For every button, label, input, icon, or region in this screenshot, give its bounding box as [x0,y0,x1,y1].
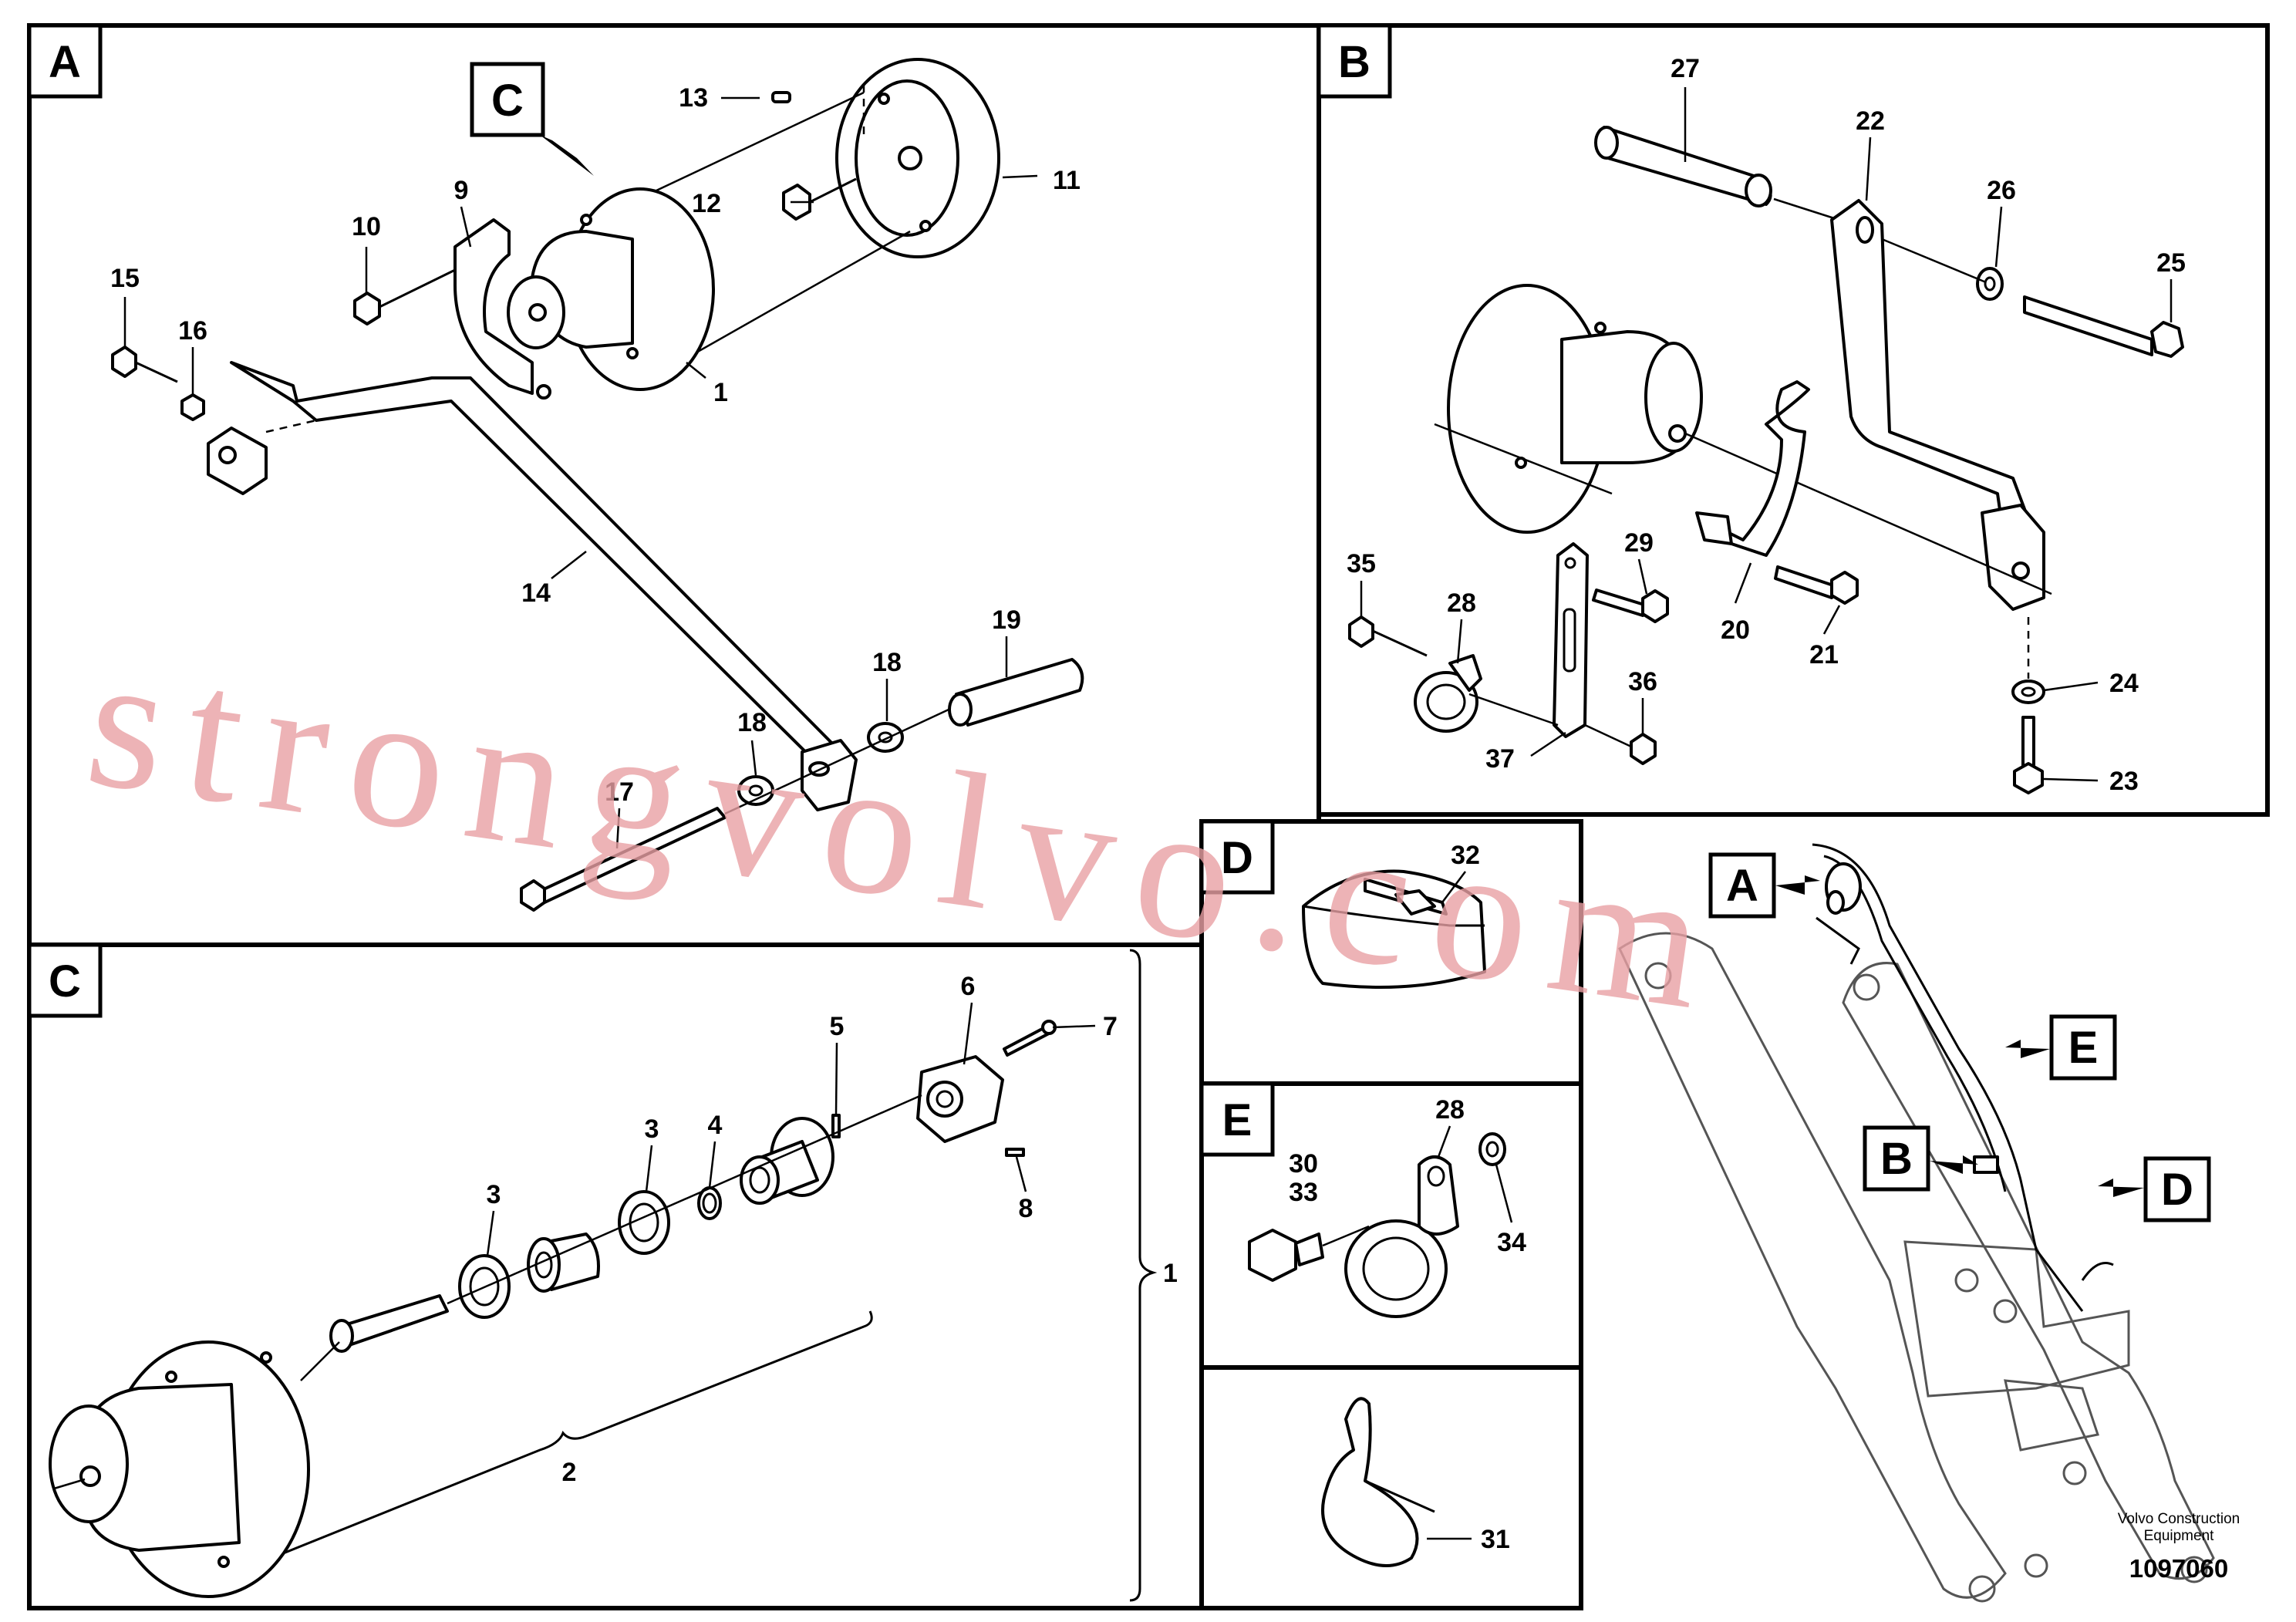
part-label-4: 4 [708,1111,723,1140]
part-label-6: 6 [961,972,976,1001]
tie-drawing [1321,1397,1435,1567]
panel-c-letter: C [49,956,81,1007]
part-label-1b: 1 [1163,1259,1178,1288]
panel-b-tag: B [1317,23,1392,99]
part-label-28b: 28 [1435,1095,1465,1125]
part-label-35: 35 [1347,549,1376,578]
part-label-16: 16 [178,316,207,346]
part-label-22: 22 [1856,106,1885,136]
panel-d-letter: D [1221,833,1253,883]
part-label-7: 7 [1103,1012,1118,1041]
part-label-3a: 3 [487,1180,501,1209]
part-number-labels: 13 12 11 10 9 15 16 1 14 18 19 18 17 27 … [110,54,2186,1554]
part-label-17: 17 [605,777,634,807]
part-label-11: 11 [1053,166,1081,195]
document-number: 1097060 [2129,1554,2228,1583]
brand-line-1: Volvo Construction [2118,1511,2240,1527]
footer: Volvo Construction Equipment 1097060 [2118,1511,2240,1583]
part-label-18b: 18 [737,708,767,737]
part-label-8: 8 [1019,1194,1033,1223]
part-label-27: 27 [1671,54,1700,83]
part-label-25: 25 [2156,248,2186,278]
panel-d-drawing [1302,869,1486,989]
part-label-24: 24 [2109,669,2139,698]
part-label-10: 10 [352,212,381,241]
leader-lines [123,87,2173,1540]
panel-b-drawing [1348,126,2184,794]
part-label-19: 19 [992,605,1021,635]
brand-line-2: Equipment [2144,1528,2215,1544]
part-label-33: 33 [1289,1178,1318,1207]
part-label-5: 5 [830,1012,845,1041]
part-label-20: 20 [1721,615,1750,645]
part-label-14: 14 [521,578,551,608]
overview-callout-b: B [1880,1134,1913,1184]
part-label-29: 29 [1624,528,1654,558]
part-label-18a: 18 [872,648,902,677]
panel-tie-frame [1199,1365,1583,1610]
part-label-13: 13 [679,83,708,113]
part-label-15: 15 [110,264,140,293]
part-label-30: 30 [1289,1149,1318,1179]
part-label-3b: 3 [645,1114,659,1144]
overview-drawing: A E B D [1618,843,2215,1603]
part-label-32: 32 [1451,841,1480,870]
part-label-12: 12 [692,189,721,218]
part-label-23: 23 [2109,767,2139,796]
panel-c-tag: C [27,943,103,1018]
panel-c-drawing [49,949,1158,1602]
panel-e-tag: E [1199,1081,1275,1157]
panel-a-detail-c-callout: C [491,76,524,126]
part-label-37: 37 [1485,744,1515,774]
overview-callout-e: E [2068,1023,2099,1073]
overview-callout-d: D [2161,1165,2193,1215]
panel-a-letter: A [49,37,81,87]
part-label-2: 2 [562,1458,577,1487]
panel-e-drawing [1248,1132,1506,1318]
part-label-9: 9 [454,176,469,205]
panel-a-tag: A [27,23,103,99]
panel-b-letter: B [1338,37,1371,87]
part-label-31: 31 [1481,1525,1510,1554]
part-label-34: 34 [1497,1228,1526,1257]
part-label-36: 36 [1628,667,1657,696]
panel-e-letter: E [1222,1095,1253,1145]
panel-d-tag: D [1199,819,1275,895]
part-label-28a: 28 [1447,588,1476,618]
part-label-26: 26 [1987,176,2016,205]
part-label-21: 21 [1809,640,1839,669]
part-label-1a: 1 [713,378,728,407]
overview-callout-a: A [1726,861,1758,911]
